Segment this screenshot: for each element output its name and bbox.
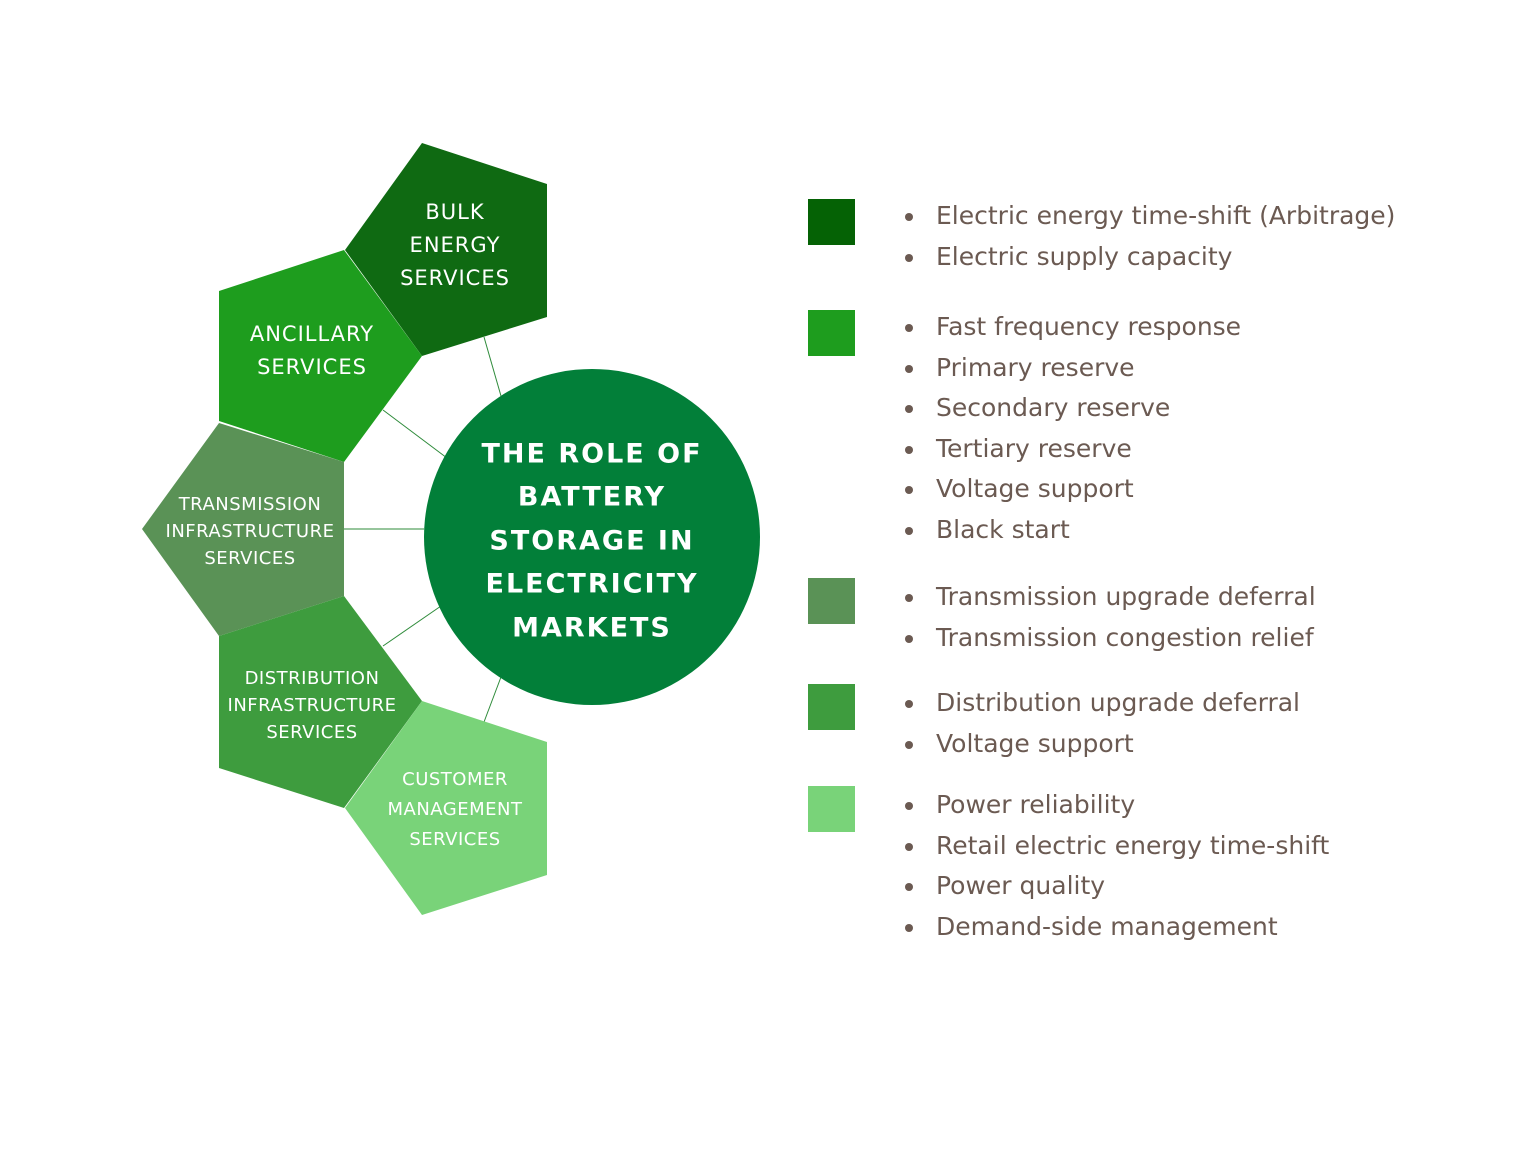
bullet-icon: [905, 213, 913, 221]
connector-line: [483, 336, 502, 397]
legend-swatch: [808, 199, 855, 245]
legend-item: Distribution upgrade deferral: [905, 683, 1300, 724]
legend-item: Fast frequency response: [905, 307, 1241, 348]
center-title-line: BATTERY: [518, 482, 666, 513]
legend-item: Transmission congestion relief: [905, 618, 1316, 659]
bullet-icon: [905, 486, 913, 495]
bullet-icon: [905, 364, 913, 373]
legend-item-text: Secondary reserve: [936, 393, 1171, 423]
legend-item-text: Primary reserve: [936, 352, 1135, 382]
customer-label-line: MANAGEMENT: [388, 799, 523, 820]
bullet-icon: [905, 405, 913, 414]
legend-swatch: [808, 310, 855, 356]
legend-item-text: Retail electric energy time-shift: [936, 830, 1330, 860]
legend-item: Tertiary reserve: [905, 429, 1241, 470]
legend-item: Voltage support: [905, 724, 1300, 765]
bulk-label-line: SERVICES: [400, 266, 510, 290]
ancillary-services-pentagon: ANCILLARY SERVICES: [219, 250, 422, 462]
legend-item-text: Voltage support: [936, 728, 1134, 758]
bullet-icon: [905, 594, 913, 602]
bullet-icon: [905, 883, 913, 892]
bullet-icon: [905, 740, 913, 749]
transmission-label-line: SERVICES: [204, 548, 295, 569]
transmission-pentagon-shape: [142, 423, 344, 636]
legend-swatch: [808, 684, 855, 730]
center-title-line: ELECTRICITY: [486, 569, 699, 600]
ancillary-label-line: SERVICES: [257, 355, 367, 379]
legend-item-text: Voltage support: [936, 474, 1134, 504]
battery-storage-diagram: BULKENERGYSERVICESANCILLARYSERVICESTRANS…: [142, 143, 760, 915]
bullet-icon: [905, 923, 913, 932]
bullet-icon: [905, 700, 913, 708]
ancillary-label-line: ANCILLARY: [250, 322, 374, 346]
legend-item: Retail electric energy time-shift: [905, 826, 1329, 867]
center-circle: [424, 369, 760, 705]
connector-line: [483, 676, 502, 723]
customer-label-line: SERVICES: [409, 829, 500, 850]
customer-pentagon-shape: [345, 701, 547, 915]
transmission-services-pentagon: TRANSMISSION INFRASTRUCTURE SERVICES: [142, 423, 344, 636]
bulk-label-line: ENERGY: [410, 233, 501, 257]
legend-item: Power reliability: [905, 785, 1329, 826]
legend-item: Electric energy time-shift (Arbitrage): [905, 196, 1395, 237]
distribution-services-pentagon: DISTRIBUTION INFRASTRUCTURE SERVICES: [219, 596, 422, 808]
legend-item-text: Electric supply capacity: [936, 241, 1233, 271]
distribution-label-line: SERVICES: [266, 722, 357, 743]
legend-item: Demand-side management: [905, 907, 1329, 948]
bulk-label-line: BULK: [425, 200, 484, 224]
legend-item-text: Power quality: [936, 871, 1106, 901]
legend-item: Black start: [905, 510, 1241, 551]
legend-item-text: Demand-side management: [936, 911, 1278, 941]
legend-item: Power quality: [905, 866, 1329, 907]
legend-item-text: Fast frequency response: [936, 312, 1242, 341]
transmission-label-line: INFRASTRUCTURE: [166, 521, 335, 542]
customer-services-pentagon: CUSTOMER MANAGEMENT SERVICES: [345, 701, 547, 915]
legend-list: Electric energy time-shift (Arbitrage) El…: [905, 196, 1395, 277]
bullet-icon: [905, 842, 913, 851]
distribution-label-line: DISTRIBUTION: [245, 668, 380, 689]
legend-swatch: [808, 786, 855, 832]
connector-line: [382, 605, 442, 647]
legend-item-text: Transmission congestion relief: [936, 622, 1314, 652]
connector-line: [382, 409, 448, 459]
bullet-icon: [905, 802, 913, 810]
bullet-icon: [905, 253, 913, 262]
legend-item: Primary reserve: [905, 348, 1241, 389]
center-title-line: MARKETS: [512, 613, 672, 644]
distribution-label-line: INFRASTRUCTURE: [228, 695, 397, 716]
distribution-pentagon-shape: [219, 596, 422, 808]
legend-swatch: [808, 578, 855, 624]
legend-item-text: Tertiary reserve: [936, 433, 1132, 463]
legend-item-text: Electric energy time-shift (Arbitrage): [936, 201, 1396, 230]
transmission-label-line: TRANSMISSION: [178, 494, 322, 515]
bullet-icon: [905, 526, 913, 535]
legend-item-text: Black start: [936, 514, 1070, 544]
legend-item: Voltage support: [905, 469, 1241, 510]
legend-item-text: Transmission upgrade deferral: [936, 582, 1316, 611]
center-title-line: THE ROLE OF: [481, 439, 702, 470]
legend-item-text: Distribution upgrade deferral: [936, 688, 1300, 717]
bullet-icon: [905, 634, 913, 643]
legend-item: Transmission upgrade deferral: [905, 577, 1316, 618]
legend-item: Secondary reserve: [905, 388, 1241, 429]
center-title-line: STORAGE IN: [489, 526, 694, 557]
bullet-icon: [905, 324, 913, 332]
customer-label-line: CUSTOMER: [402, 769, 508, 790]
center-title: THE ROLE OF BATTERY STORAGE IN ELECTRICITY M…: [481, 439, 702, 644]
legend-item-text: Power reliability: [936, 790, 1136, 819]
bulk-pentagon-shape: [345, 143, 547, 356]
legend-item: Electric supply capacity: [905, 237, 1395, 278]
bulk-services-pentagon: BULK ENERGY SERVICES: [345, 143, 547, 356]
bullet-icon: [905, 445, 913, 454]
ancillary-pentagon-shape: [219, 250, 422, 462]
